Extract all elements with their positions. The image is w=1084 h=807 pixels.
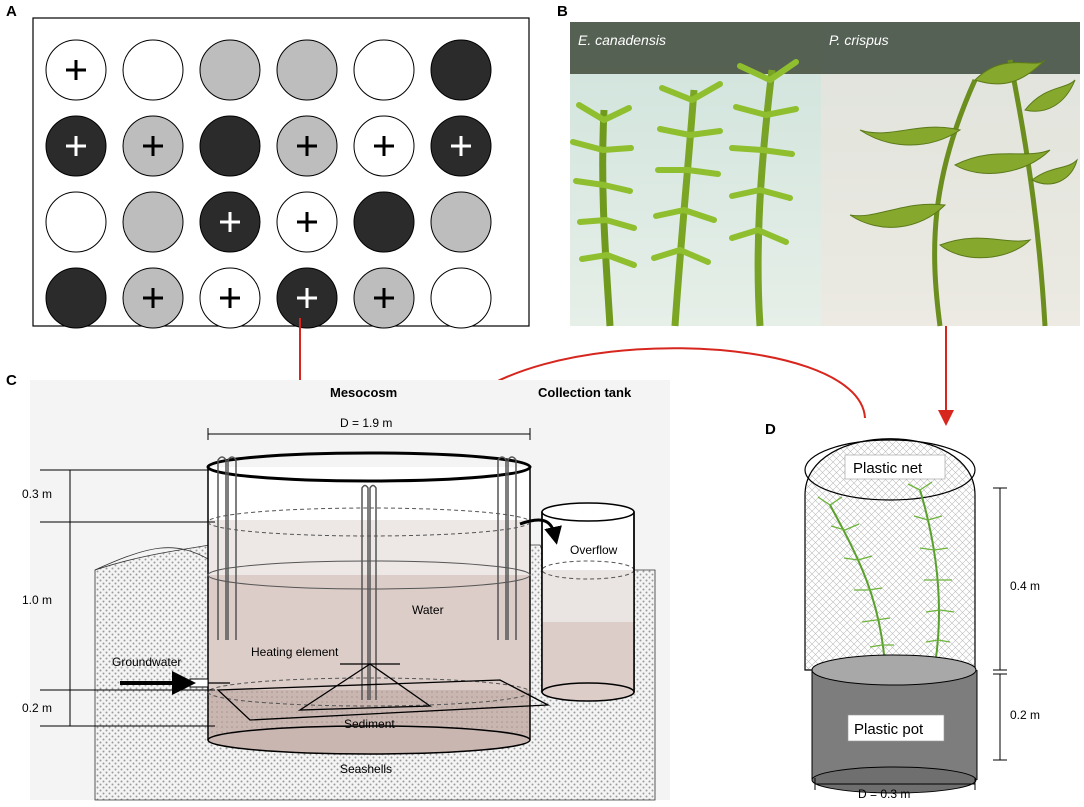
plus-icon <box>297 212 317 232</box>
height-middle: 1.0 m <box>22 593 52 607</box>
panel-letter-d: D <box>765 421 776 438</box>
pot-height-label: 0.2 m <box>1010 708 1040 722</box>
well-white <box>45 191 107 253</box>
groundwater-label: Groundwater <box>112 655 181 669</box>
plus-icon <box>220 212 240 232</box>
pot-labels: Plastic net Plastic pot 0.4 m 0.2 m D = … <box>853 460 1040 801</box>
mesocosm-title: Mesocosm <box>330 385 397 400</box>
well-gray <box>276 39 338 101</box>
plastic-net-label: Plastic net <box>853 460 923 477</box>
well-white <box>430 267 492 329</box>
plus-icon <box>66 60 86 80</box>
collection-tank-title: Collection tank <box>538 385 632 400</box>
photo-p-crispus: P. crispus <box>821 22 1080 327</box>
sediment-label: Sediment <box>344 717 395 731</box>
plastic-pot-label: Plastic pot <box>854 721 924 738</box>
photo-e-canadensis: E. canadensis <box>570 22 822 327</box>
well-black <box>45 267 107 329</box>
plus-icon <box>451 136 471 156</box>
overflow-label: Overflow <box>570 543 618 557</box>
species-label-e-canadensis: E. canadensis <box>578 32 666 48</box>
mesocosm-diagram <box>30 380 670 801</box>
well-white <box>353 39 415 101</box>
net-height-label: 0.4 m <box>1010 579 1040 593</box>
heating-element-label: Heating element <box>251 645 339 659</box>
plus-icon <box>220 288 240 308</box>
well-gray <box>122 191 184 253</box>
plus-icon <box>374 288 394 308</box>
water-label: Water <box>412 603 444 617</box>
panel-letter-b: B <box>557 3 568 20</box>
well-gray <box>430 191 492 253</box>
plus-icon <box>374 136 394 156</box>
well-white <box>122 39 184 101</box>
seashells-label: Seashells <box>340 762 392 776</box>
height-top: 0.3 m <box>22 487 52 501</box>
well-black <box>353 191 415 253</box>
plus-icon <box>297 288 317 308</box>
panel-letter-a: A <box>6 3 17 20</box>
pot-diameter-label: D = 0.3 m <box>858 787 910 801</box>
pot-diagram <box>804 438 1007 794</box>
plus-icon <box>66 136 86 156</box>
height-bottom: 0.2 m <box>22 701 52 715</box>
mesocosm-diameter: D = 1.9 m <box>340 416 392 430</box>
plus-icon <box>143 288 163 308</box>
panel-letter-c: C <box>6 372 17 389</box>
mesocosm-labels: Mesocosm Collection tank D = 1.9 m 0.3 m… <box>22 385 632 776</box>
species-label-p-crispus: P. crispus <box>829 32 889 48</box>
well-gray <box>199 39 261 101</box>
well-black <box>199 115 261 177</box>
well-black <box>430 39 492 101</box>
plus-icon <box>297 136 317 156</box>
plus-icon <box>143 136 163 156</box>
well-grid <box>45 39 492 329</box>
